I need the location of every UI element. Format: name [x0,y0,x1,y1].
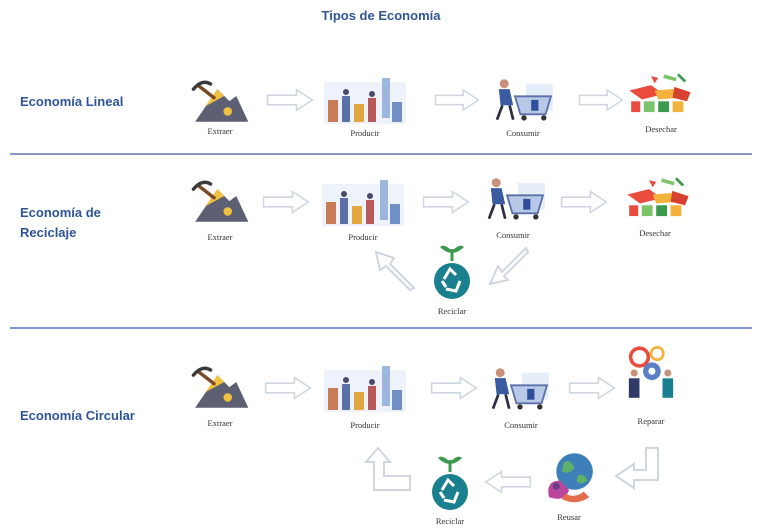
row-title-circular: Economía Circular [20,408,135,423]
step-label: Extraer [207,232,233,242]
arrow-icon [568,376,616,400]
step-label: Producir [350,128,380,138]
step-label: Extraer [207,126,233,136]
loop-label: Reciclar [437,306,467,316]
shopping-cart-icon [488,74,560,124]
recycle-icon [430,452,470,512]
diagram-title: Tipos de Economía [321,8,441,23]
trash-icon [624,72,696,118]
step-label: Consumir [496,230,530,240]
arrow-icon [430,376,478,400]
repair-icon [620,344,682,402]
loop-label: Reusar [557,512,581,522]
mining-icon [190,364,250,412]
loop-label: Reciclar [435,516,465,526]
arrow-icon [484,470,532,494]
arrow-icon [560,190,608,214]
row-separator [10,327,752,329]
arrow-icon [422,190,470,214]
recycle-icon [432,240,472,302]
row-title-reciclaje: Economía de Reciclaje [20,205,101,240]
mining-icon [190,178,250,226]
factory-icon [320,76,410,126]
step-label: Desechar [645,124,677,134]
row-title-lineal: Economía Lineal [20,94,124,109]
step-label: Producir [350,420,380,430]
reuse-globe-icon [538,448,602,506]
arrow-icon [488,246,530,286]
step-label: Extraer [207,418,233,428]
factory-icon [320,364,410,414]
arrow-icon [434,88,480,112]
arrow-icon [374,250,416,292]
step-label: Reparar [637,416,665,426]
step-label: Consumir [506,128,540,138]
arrow-icon [266,88,314,112]
step-label: Desechar [639,228,671,238]
step-label: Consumir [504,420,538,430]
arrow-icon [363,446,411,491]
mining-icon [190,78,250,126]
arrow-icon [262,190,310,214]
arrow-icon [578,88,624,112]
arrow-icon [614,447,659,490]
shopping-cart-icon [484,362,556,414]
factory-icon [318,178,408,228]
step-label: Producir [348,232,378,242]
shopping-cart-icon [480,172,552,224]
row-separator [10,153,752,155]
trash-icon [622,176,694,222]
arrow-icon [264,376,312,400]
